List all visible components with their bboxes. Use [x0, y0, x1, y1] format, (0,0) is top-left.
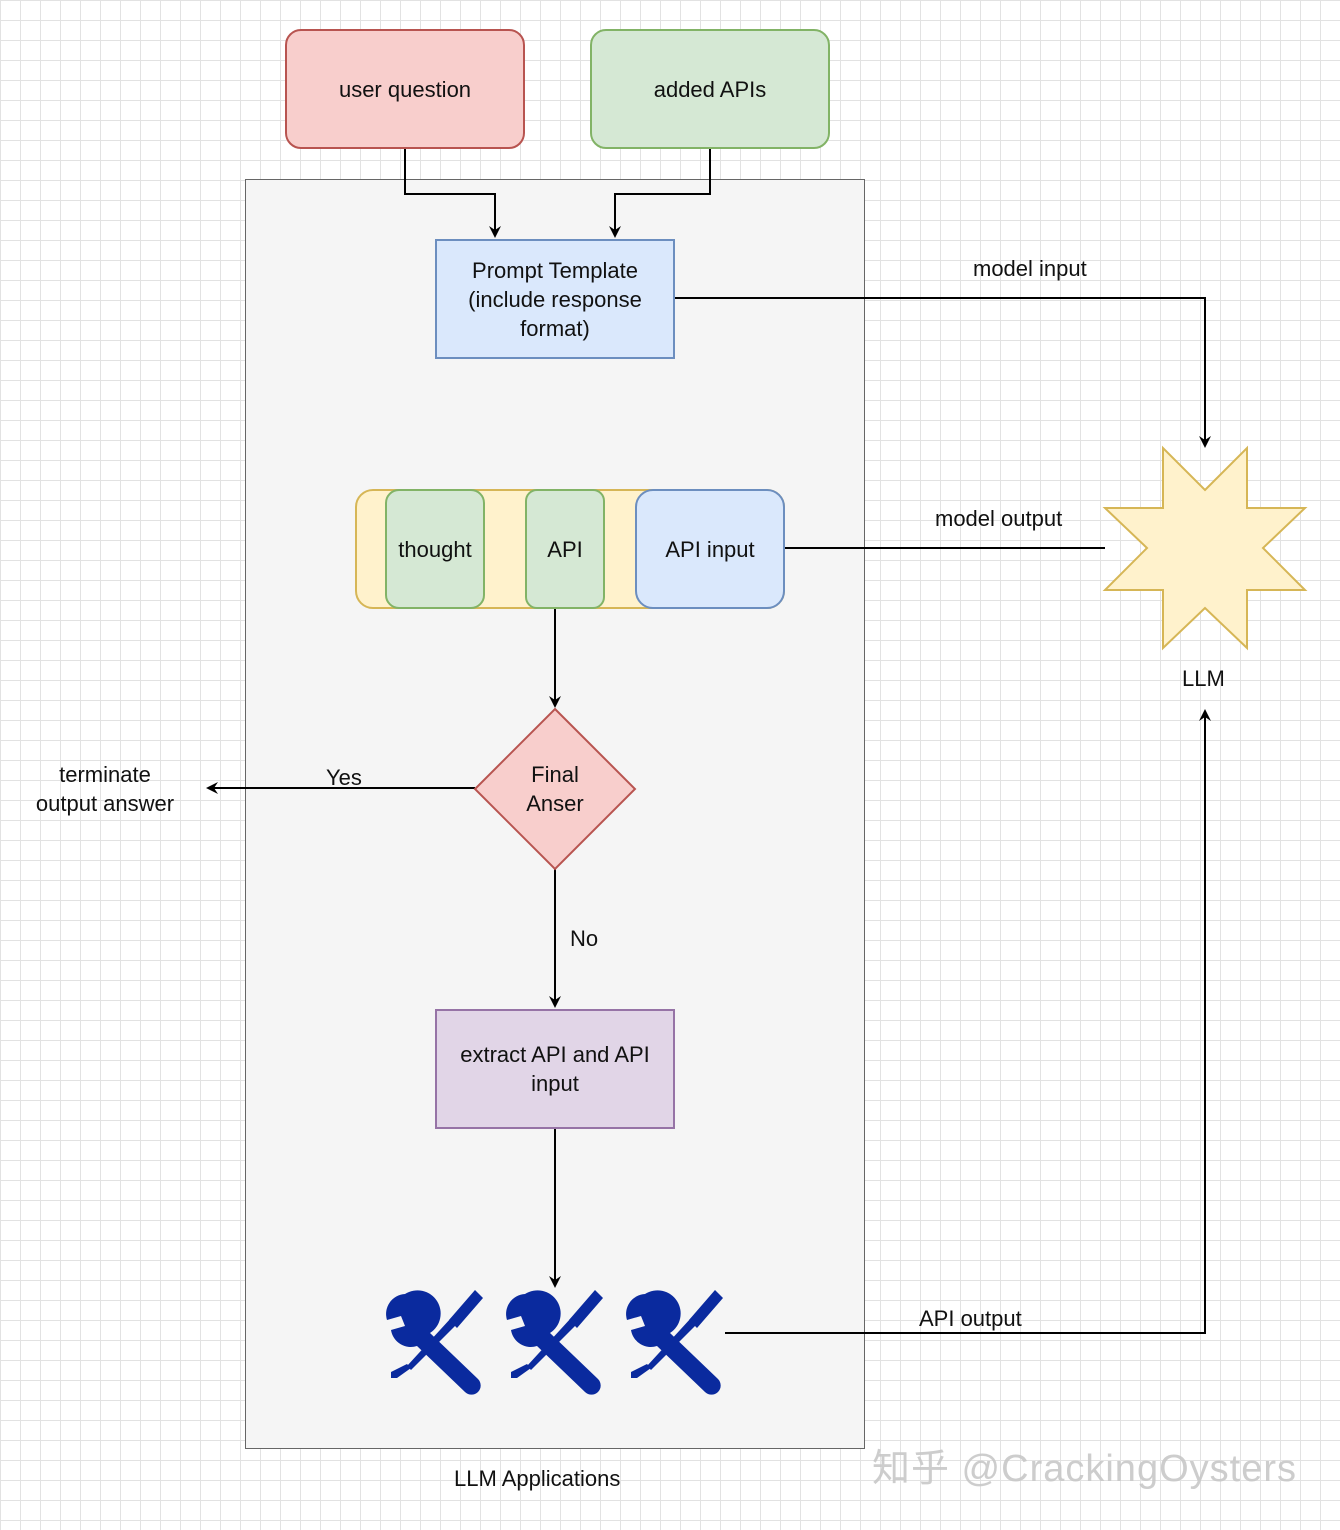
watermark: 知乎 @CrackingOysters — [872, 1448, 1297, 1490]
thought-label: thought — [398, 536, 472, 562]
extract-api-node: extract API and API input — [435, 1009, 675, 1129]
final-answer-diamond — [473, 707, 637, 871]
model-output-label: model output — [935, 506, 1063, 531]
yes-label: Yes — [326, 765, 362, 790]
terminate-output-answer: terminate output answer — [10, 759, 200, 819]
tools-icon — [386, 1290, 483, 1395]
api-output-label: API output — [919, 1306, 1022, 1331]
prompt-template-node: Prompt Template (include response format… — [435, 239, 675, 359]
final-answer-label: Final Anser — [526, 762, 584, 816]
edge-model-input — [675, 297, 1211, 448]
edge-user-question-to-prompt — [404, 149, 501, 238]
prompt-template-label: Prompt Template (include response format… — [468, 257, 642, 341]
terminate-label: terminate output answer — [35, 762, 175, 816]
api-node: API — [525, 489, 605, 609]
edge-added-apis-to-prompt — [609, 149, 711, 238]
api-input-label: API input — [665, 536, 755, 562]
added-apis-node: added APIs — [590, 29, 830, 149]
thought-node: thought — [385, 489, 485, 609]
final-answer-label-box: Final Anser — [495, 749, 615, 829]
model-input-label: model input — [973, 256, 1087, 281]
added-apis-label: added APIs — [653, 76, 767, 102]
llm-applications-label: LLM Applications — [454, 1466, 621, 1491]
edge-api-output — [725, 709, 1211, 1334]
no-label: No — [570, 926, 599, 951]
tools-icon — [506, 1290, 603, 1395]
llm-label: LLM — [1182, 666, 1225, 691]
api-input-node: API input — [635, 489, 785, 609]
user-question-label: user question — [338, 76, 472, 102]
extract-api-label: extract API and API input — [460, 1042, 650, 1096]
api-label: API — [547, 536, 583, 562]
user-question-node: user question — [285, 29, 525, 149]
tools-icon — [626, 1290, 723, 1395]
llm-star-shape — [1102, 445, 1308, 651]
